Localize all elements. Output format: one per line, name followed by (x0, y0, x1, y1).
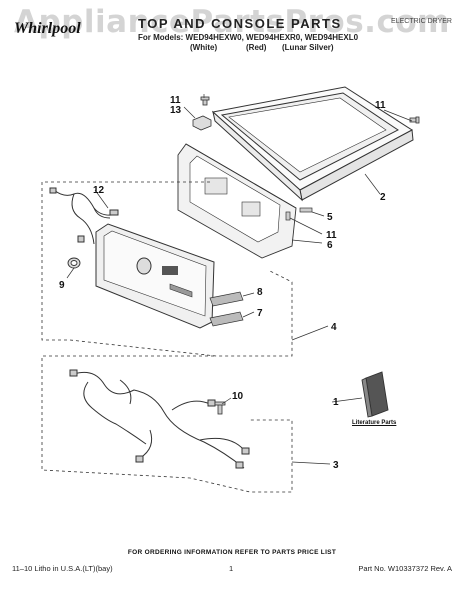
color-white: (White) (190, 43, 218, 52)
literature-booklet (361, 371, 389, 418)
callout-11-a: 11 (170, 95, 181, 106)
footer-part-number: Part No. W10337372 Rev. A (358, 564, 452, 573)
console-assembly-outline (41, 181, 293, 357)
callout-8: 8 (257, 287, 263, 298)
screw-5 (299, 207, 313, 213)
overlay-8 (209, 291, 244, 307)
console-bracket (177, 143, 297, 259)
callout-7: 7 (257, 308, 263, 319)
page-title: TOP AND CONSOLE PARTS (138, 16, 342, 31)
watermark: AppliancePartsPros.com (14, 4, 450, 40)
title-note: ELECTRIC DRYER (391, 18, 452, 25)
main-harness-outline (41, 355, 293, 493)
color-lunar-silver: (Lunar Silver) (282, 43, 334, 52)
screw-11-top-left (200, 96, 210, 106)
callout-9: 9 (59, 280, 65, 291)
callout-11-c: 11 (326, 230, 337, 241)
ordering-info: FOR ORDERING INFORMATION REFER TO PARTS … (127, 549, 337, 556)
screw-11-bracket (285, 211, 291, 221)
literature-parts-label: Literature Parts (352, 420, 397, 426)
leader-lines (66, 94, 413, 465)
callout-6: 6 (327, 240, 333, 251)
callout-12: 12 (93, 185, 105, 196)
callout-5: 5 (327, 212, 333, 223)
main-wire-harness-3 (69, 369, 250, 469)
brand-logo: Whirlpool (14, 20, 81, 37)
callout-13: 13 (170, 105, 182, 116)
overlay-7 (209, 311, 244, 327)
callout-4: 4 (331, 322, 337, 333)
callout-1: 1 (333, 397, 339, 408)
console-harness-12 (49, 187, 119, 245)
top-panel (211, 86, 414, 202)
callout-3: 3 (333, 460, 339, 471)
color-red: (Red) (246, 43, 267, 52)
callout-2: 2 (380, 192, 386, 203)
screw-10 (214, 401, 226, 415)
console-panel (95, 223, 215, 329)
models-line: For Models: WED94HEXW0, WED94HEXR0, WED9… (138, 33, 359, 42)
callout-10: 10 (232, 391, 244, 402)
footer-litho: 11–10 Litho in U.S.A.(LT)(bay) (12, 564, 113, 573)
footer-page-number: 1 (229, 564, 234, 573)
callout-11-b: 11 (375, 100, 386, 111)
hinge-13 (192, 115, 212, 131)
screw-11-top-right (409, 116, 420, 124)
knob-9 (67, 257, 81, 269)
